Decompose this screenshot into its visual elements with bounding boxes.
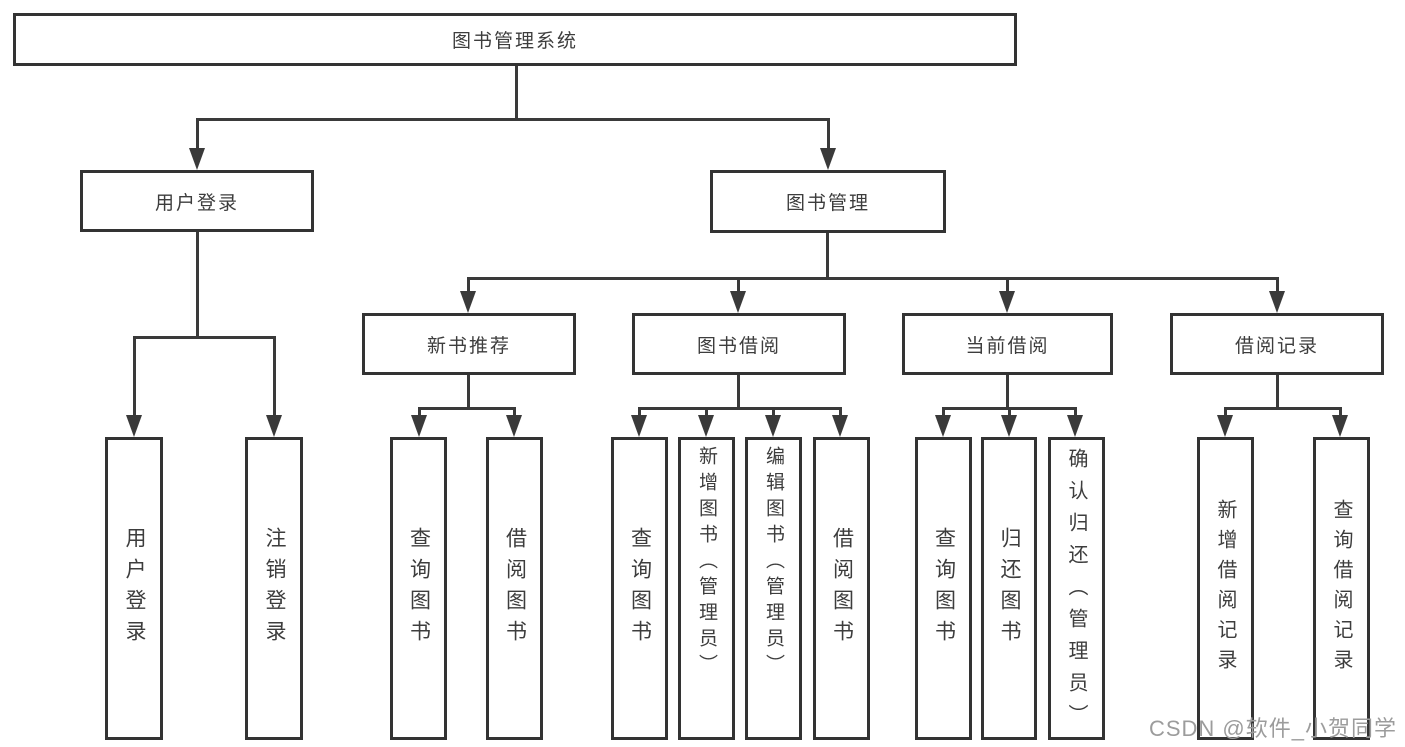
- connector-drop-book-borrowing: [737, 277, 740, 292]
- leaf-node-add-borrow-record: 新增借阅记录: [1197, 437, 1254, 740]
- connector-drop-leaf-3: [418, 407, 421, 416]
- leaf-node-confirm-return-admin: 确认归还（管理员）: [1048, 437, 1105, 740]
- connector-drop-borrowing-records: [1276, 277, 1279, 292]
- arrowhead-leaf-2: [266, 415, 282, 437]
- connector-drop-leaf-4: [513, 407, 516, 416]
- arrowhead-borrowing-records: [1269, 291, 1285, 313]
- connector-drop-leaf-13: [1339, 407, 1342, 416]
- node-book-management: 图书管理: [710, 170, 946, 233]
- node-borrowing-records-label: 借阅记录: [1234, 335, 1319, 357]
- connector-drop-book-management: [827, 118, 830, 150]
- leaf-label: 新增图书（管理员）: [696, 446, 717, 680]
- leaf-node-borrow-books-1: 借阅图书: [486, 437, 543, 740]
- node-book-borrowing-label: 图书借阅: [696, 335, 781, 357]
- leaf-label: 用户登录: [123, 526, 146, 651]
- connector-drop-user-login: [196, 118, 199, 150]
- node-user-login: 用户登录: [80, 170, 314, 232]
- connector-drop-leaf-9: [942, 407, 945, 416]
- node-book-management-label: 图书管理: [785, 193, 870, 214]
- connector-drop-current-borrowing: [1006, 277, 1009, 292]
- connector-drop-leaf-6: [705, 407, 708, 416]
- arrowhead-leaf-12: [1217, 415, 1233, 437]
- arrowhead-leaf-5: [631, 415, 647, 437]
- arrowhead-new-book: [460, 291, 476, 313]
- node-root: 图书管理系统: [13, 13, 1017, 66]
- connector-drop-leaf-1: [133, 336, 136, 416]
- leaf-label: 归还图书: [998, 526, 1021, 651]
- leaf-label: 查询借阅记录: [1330, 498, 1352, 679]
- connector-book-management-stem: [826, 233, 829, 277]
- connector-drop-leaf-10: [1008, 407, 1011, 416]
- leaf-node-edit-book-admin: 编辑图书（管理员）: [745, 437, 802, 740]
- arrowhead-leaf-6: [698, 415, 714, 437]
- leaf-label: 借阅图书: [503, 526, 527, 651]
- leaf-label: 编辑图书（管理员）: [763, 446, 784, 680]
- arrowhead-leaf-1: [126, 415, 142, 437]
- arrowhead-leaf-8: [832, 415, 848, 437]
- node-borrowing-records: 借阅记录: [1170, 313, 1384, 375]
- arrowhead-leaf-13: [1332, 415, 1348, 437]
- leaf-node-query-books-2: 查询图书: [611, 437, 668, 740]
- arrowhead-leaf-11: [1067, 415, 1083, 437]
- connector-current-borrowing-stem: [1006, 375, 1009, 407]
- node-book-borrowing: 图书借阅: [632, 313, 846, 375]
- arrowhead-leaf-3: [411, 415, 427, 437]
- node-root-label: 图书管理系统: [451, 31, 578, 52]
- connector-root-stem: [515, 66, 518, 120]
- node-current-borrowing: 当前借阅: [902, 313, 1113, 375]
- connector-user-login-stem: [196, 232, 199, 336]
- connector-user-login-bar: [133, 336, 276, 339]
- leaf-label: 注销登录: [263, 526, 286, 651]
- arrowhead-current-borrowing: [999, 291, 1015, 313]
- arrowhead-leaf-7: [765, 415, 781, 437]
- connector-new-book-bar: [418, 407, 516, 410]
- leaf-node-query-borrow-record: 查询借阅记录: [1313, 437, 1370, 740]
- arrowhead-book-borrowing: [730, 291, 746, 313]
- connector-drop-leaf-12: [1224, 407, 1227, 416]
- leaf-node-user-login: 用户登录: [105, 437, 163, 740]
- node-new-book-recommend-label: 新书推荐: [426, 335, 511, 357]
- node-current-borrowing-label: 当前借阅: [965, 335, 1050, 357]
- leaf-node-borrow-books-2: 借阅图书: [813, 437, 870, 740]
- connector-drop-leaf-5: [638, 407, 641, 416]
- connector-book-borrowing-stem: [737, 375, 740, 407]
- connector-drop-leaf-8: [839, 407, 842, 416]
- connector-drop-leaf-2: [273, 336, 276, 416]
- connector-drop-new-book: [467, 277, 470, 292]
- leaf-label: 新增借阅记录: [1214, 498, 1236, 679]
- leaf-label: 查询图书: [932, 526, 956, 651]
- leaf-label: 借阅图书: [830, 526, 854, 651]
- leaf-node-query-books-1: 查询图书: [390, 437, 447, 740]
- connector-borrowing-records-stem: [1276, 375, 1279, 407]
- connector-book-management-bar: [467, 277, 1279, 280]
- arrowhead-leaf-10: [1001, 415, 1017, 437]
- connector-root-bar: [196, 118, 830, 121]
- leaf-node-query-books-3: 查询图书: [915, 437, 972, 740]
- arrowhead-leaf-4: [506, 415, 522, 437]
- node-new-book-recommend: 新书推荐: [362, 313, 576, 375]
- connector-book-borrowing-bar: [638, 407, 842, 410]
- arrowhead-book-management: [820, 148, 836, 170]
- leaf-node-return-books: 归还图书: [981, 437, 1037, 740]
- leaf-node-logout: 注销登录: [245, 437, 303, 740]
- connector-drop-leaf-7: [772, 407, 775, 416]
- leaf-label: 查询图书: [628, 526, 652, 651]
- leaf-node-add-book-admin: 新增图书（管理员）: [678, 437, 735, 740]
- connector-drop-leaf-11: [1074, 407, 1077, 416]
- arrowhead-user-login: [189, 148, 205, 170]
- connector-borrowing-records-bar: [1224, 407, 1342, 410]
- connector-new-book-stem: [467, 375, 470, 407]
- leaf-label: 查询图书: [407, 526, 431, 651]
- node-user-login-label: 用户登录: [154, 192, 239, 214]
- arrowhead-leaf-9: [935, 415, 951, 437]
- leaf-label: 确认归还（管理员）: [1065, 448, 1087, 736]
